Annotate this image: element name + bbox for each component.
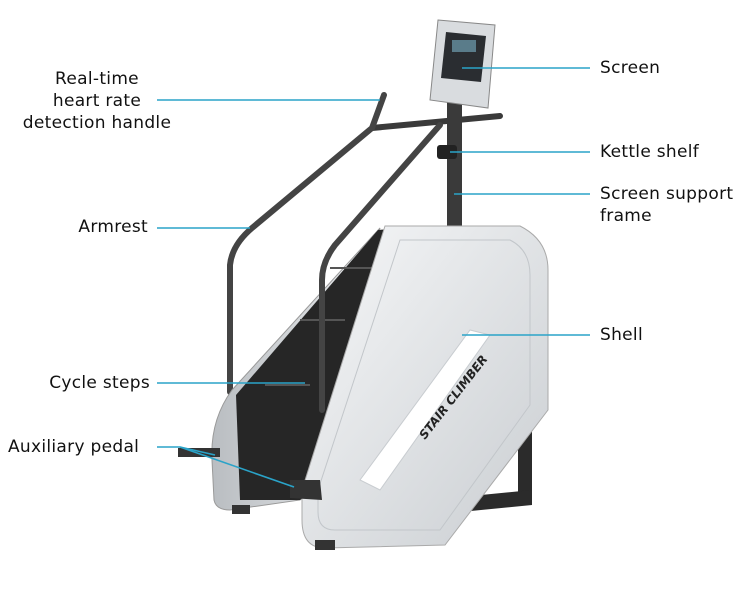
heart-rate-handle: [369, 113, 503, 131]
auxiliary-pedal-right: [290, 480, 322, 500]
kettle-shelf: [437, 145, 457, 159]
leader-lines: [157, 67, 590, 488]
label-auxiliary-pedal: Auxiliary pedal: [8, 437, 140, 457]
auxiliary-pedal-left: [178, 448, 220, 457]
screen-console: [429, 19, 496, 109]
screen-support-frame: [447, 100, 462, 228]
armrest-left: [227, 92, 387, 395]
label-screen: Screen: [600, 58, 661, 78]
label-cycle-steps: Cycle steps: [49, 373, 150, 393]
shell: STAIR CLIMBER: [232, 225, 549, 550]
label-kettle-shelf: Kettle shelf: [600, 142, 700, 162]
cycle-steps: [236, 228, 400, 500]
label-shell: Shell: [600, 325, 643, 345]
label-heart-rate-handle: Real-time heart rate detection handle: [22, 69, 172, 133]
label-armrest: Armrest: [78, 217, 148, 237]
label-screen-support-frame: Screen support frame: [600, 184, 734, 226]
armrest-right: [319, 122, 443, 413]
